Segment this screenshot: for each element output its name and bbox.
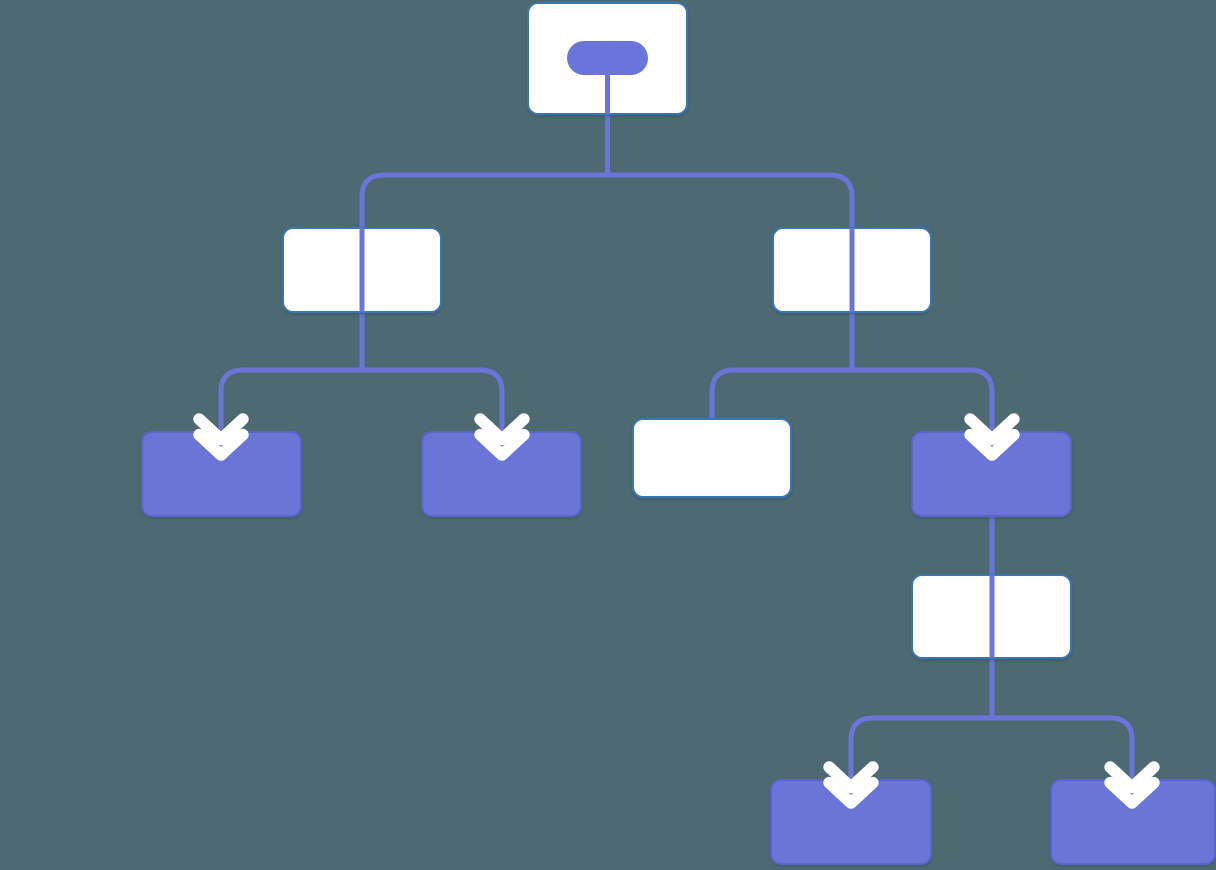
redacted-label-pill xyxy=(567,41,648,75)
connector-root-to-left xyxy=(359,172,610,231)
connector-layer xyxy=(218,111,1135,783)
through-line-layer xyxy=(359,228,995,658)
connector-left-to-leaf2 xyxy=(359,367,505,435)
connector-left-to-leaf1 xyxy=(218,367,365,435)
connector-deep-to-leaf5 xyxy=(989,715,1135,783)
leaf-node-3[interactable] xyxy=(632,418,792,498)
connector-deep-to-leaf4 xyxy=(848,715,995,783)
connector-right-to-leaf3 xyxy=(709,367,855,422)
leaf-node-3-body[interactable] xyxy=(632,418,792,498)
connector-root-to-right xyxy=(605,172,855,231)
connector-right-to-mid xyxy=(849,367,995,435)
root-node[interactable] xyxy=(527,2,688,115)
